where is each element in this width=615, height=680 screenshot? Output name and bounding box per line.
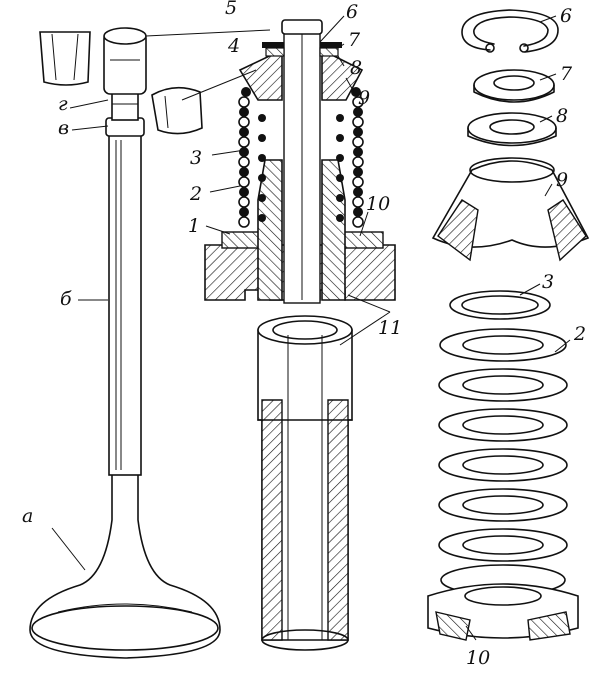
label-10: 10 <box>366 193 390 215</box>
label-1: 1 <box>188 215 200 237</box>
valve-head <box>29 469 221 659</box>
spring-seat-washer <box>427 583 579 641</box>
washer-upper <box>473 69 555 103</box>
label-5: 5 <box>225 0 237 19</box>
label-4: 4 <box>227 35 240 57</box>
valve-stem <box>108 134 142 476</box>
spring-retainer <box>431 157 590 262</box>
label-v: в <box>58 117 69 139</box>
label-3: 3 <box>190 147 202 169</box>
label-9: 9 <box>358 87 370 109</box>
lock-ring <box>461 9 559 53</box>
label-2: 2 <box>189 183 202 205</box>
label-9-right: 9 <box>556 169 568 191</box>
label-11: 11 <box>378 317 402 339</box>
label-8-right: 8 <box>556 105 568 127</box>
label-6-right: 6 <box>560 5 572 27</box>
label-g: г <box>58 93 68 115</box>
valve <box>29 27 221 659</box>
valve-guide-section <box>257 315 353 651</box>
label-10-right: 10 <box>466 647 490 669</box>
valve-springs <box>438 290 568 596</box>
label-2-right: 2 <box>573 323 586 345</box>
label-3-right: 3 <box>542 271 554 293</box>
label-7-right: 7 <box>560 63 573 85</box>
leader-lines <box>51 15 571 641</box>
label-7: 7 <box>348 29 361 51</box>
label-a: а <box>22 505 33 527</box>
labels: 5 4 г в б а 6 7 8 9 3 2 1 10 11 6 7 8 9 … <box>22 0 586 669</box>
washer-lower <box>467 112 557 147</box>
label-b: б <box>60 288 72 310</box>
spring-retainer-section <box>238 48 283 101</box>
label-6: 6 <box>346 1 358 23</box>
label-8: 8 <box>350 57 362 79</box>
valve-section-view <box>204 19 396 304</box>
valve-keeper-halves <box>39 31 203 135</box>
